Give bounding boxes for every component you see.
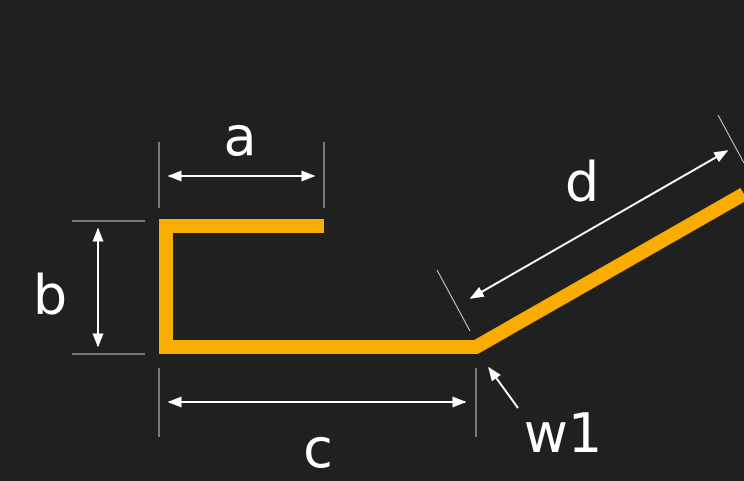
extension-line-d-lower: [436, 269, 471, 332]
label-w1: w1: [524, 402, 603, 465]
extension-lines: [72, 114, 744, 437]
label-d: d: [565, 151, 599, 214]
leader-arrow-w1: [488, 366, 519, 409]
extension-line-d-upper: [717, 114, 744, 164]
dimension-arrows: [92, 150, 729, 409]
label-a: a: [223, 105, 256, 168]
label-c: c: [303, 417, 333, 480]
dimension-arrow-d: [469, 150, 729, 299]
label-b: b: [33, 264, 67, 327]
